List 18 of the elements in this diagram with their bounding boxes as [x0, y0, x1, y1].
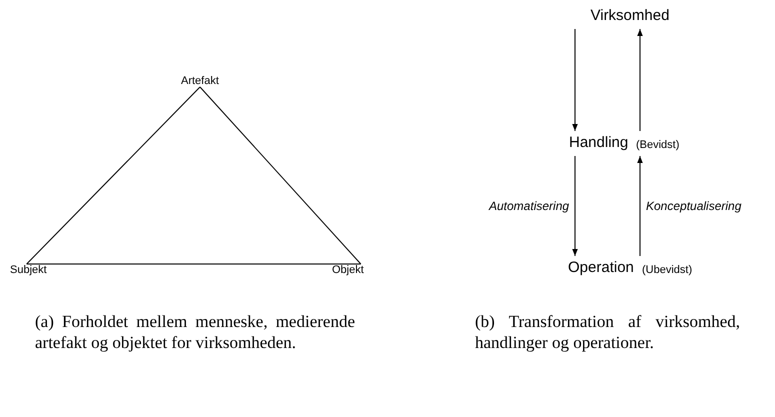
edge-label: Konceptualisering — [646, 200, 742, 213]
state-note: (Ubevidst) — [642, 264, 692, 276]
state-note: (Bevidst) — [636, 139, 680, 152]
arrow — [637, 156, 643, 256]
connector-line — [26, 86, 200, 264]
figure-caption: (b) Transformation af virksomhed, handlinger og operationer. — [475, 311, 740, 353]
figure-caption: (a) Forholdet mellem menneske, medierende artefakt og objektet for virksomheden. — [35, 311, 355, 353]
level-label: Handling — [569, 135, 628, 152]
connector-line — [200, 86, 362, 264]
activity-label: Virksomhed — [590, 8, 670, 24]
arrow — [572, 156, 578, 256]
level-label: Operation — [568, 260, 634, 276]
edge-label: Automatisering — [489, 200, 570, 213]
vertex-label: Artefakt — [181, 75, 219, 88]
vertex-label: Subjekt — [10, 264, 47, 276]
arrow — [572, 28, 578, 132]
vertex-label: Objekt — [332, 264, 364, 276]
arrow — [637, 28, 643, 132]
